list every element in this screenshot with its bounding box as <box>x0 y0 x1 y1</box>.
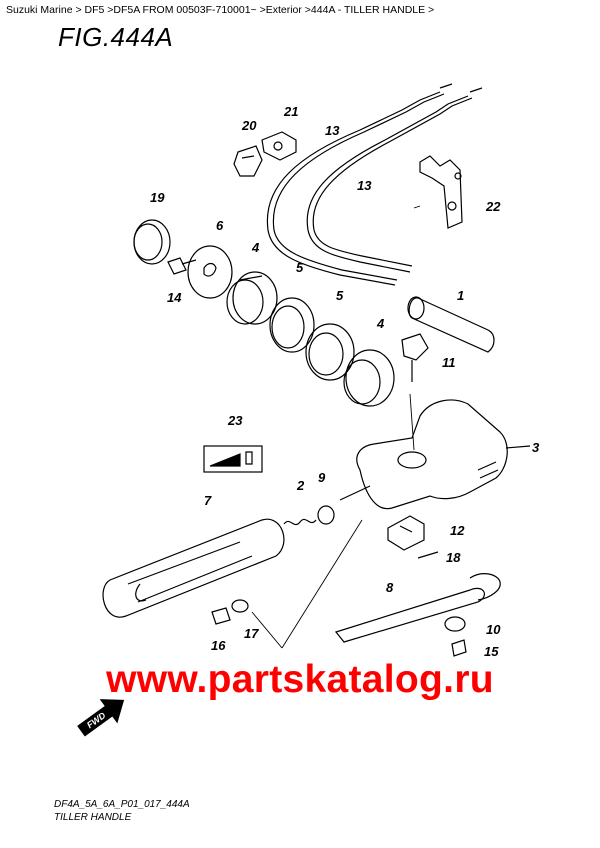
callout-3: 3 <box>532 440 540 455</box>
part-20-clip[interactable] <box>233 145 263 177</box>
callout-11: 11 <box>442 355 456 370</box>
callout-19: 19 <box>150 190 165 205</box>
part-9-collar[interactable] <box>317 505 335 525</box>
callout-15: 15 <box>484 644 499 659</box>
callout-7: 7 <box>204 493 212 508</box>
part-11-knob[interactable] <box>401 333 429 382</box>
callout-9: 9 <box>318 470 326 485</box>
callout-14: 14 <box>167 290 182 305</box>
tiller-housing[interactable] <box>339 399 531 510</box>
part-15-bolt[interactable] <box>451 639 467 657</box>
callout-12: 12 <box>450 523 465 538</box>
callout-8: 8 <box>386 580 394 595</box>
callout-18: 18 <box>446 550 461 565</box>
diagram-name: TILLER HANDLE <box>54 812 132 823</box>
part-18-pin[interactable] <box>417 551 439 559</box>
part-10-washer[interactable] <box>444 616 466 632</box>
part-12-clamp[interactable] <box>387 515 425 551</box>
callout-10: 10 <box>486 622 501 637</box>
callout-21: 21 <box>283 104 298 119</box>
callout-13: 13 <box>325 123 340 138</box>
callout-1: 1 <box>457 288 464 303</box>
part-22-bracket[interactable] <box>419 155 463 229</box>
callout-2: 2 <box>296 478 305 493</box>
callout-13b: 13 <box>357 178 372 193</box>
part-8-shaft[interactable] <box>334 573 501 643</box>
page-title: FIG.444A <box>58 22 174 52</box>
part-4-bushing-upper[interactable] <box>226 271 278 325</box>
part-19-cap[interactable] <box>133 219 171 265</box>
callout-16: 16 <box>211 638 226 653</box>
watermark[interactable]: www.partskatalog.ru <box>106 658 494 701</box>
part-17-washer[interactable] <box>231 599 249 613</box>
part-16-screw[interactable] <box>211 607 231 625</box>
callout-4b: 4 <box>376 316 385 331</box>
part-4-bushing-lower[interactable] <box>343 349 395 407</box>
throttle-cable-13b[interactable] <box>306 87 483 273</box>
part-5-seal-lower[interactable] <box>305 323 355 381</box>
part-6-plate[interactable] <box>187 245 233 299</box>
callout-22: 22 <box>485 199 501 214</box>
callout-6: 6 <box>216 218 224 233</box>
part-14-screw[interactable] <box>167 257 197 275</box>
callout-23: 23 <box>227 413 243 428</box>
part-2-spring[interactable] <box>283 518 317 526</box>
part-7-grip[interactable] <box>102 518 285 618</box>
callout-20: 20 <box>241 118 257 133</box>
diagram-code: DF4A_5A_6A_P01_017_444A <box>54 799 190 810</box>
throttle-cable-13a[interactable] <box>266 83 453 286</box>
callout-4: 4 <box>251 240 260 255</box>
callout-17: 17 <box>244 626 259 641</box>
callout-5: 5 <box>296 260 304 275</box>
part-21-plate[interactable] <box>261 131 297 161</box>
leader-lines <box>251 205 421 649</box>
callout-5b: 5 <box>336 288 344 303</box>
part-5-seal-upper[interactable] <box>269 297 315 353</box>
callout-numbers: 1 2 3 4 4 5 5 6 7 8 9 10 11 12 13 13 14 … <box>150 104 540 659</box>
part-1-pipe[interactable] <box>407 296 495 353</box>
breadcrumb[interactable]: Suzuki Marine > DF5 >DF5A FROM 00503F-71… <box>6 4 435 16</box>
part-23-label[interactable] <box>203 445 263 473</box>
